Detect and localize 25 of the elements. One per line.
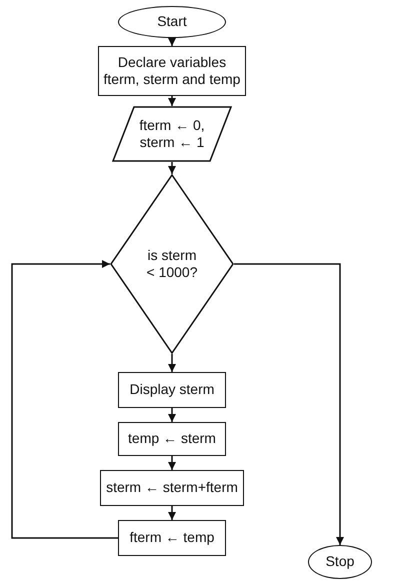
process-box	[118, 520, 226, 556]
node-label: Declare variables fterm, sterm and temp	[102, 54, 242, 88]
arrow	[168, 354, 176, 372]
arrow	[168, 506, 176, 520]
node-label: fterm ← temp	[130, 529, 214, 547]
process-box	[118, 372, 226, 408]
arrow	[168, 38, 176, 46]
node-label: is sterm < 1000?	[146, 246, 198, 282]
arrow	[168, 456, 176, 470]
decision-diamond	[110, 174, 234, 354]
node-label: fterm ← 0, sterm ← 1	[138, 116, 206, 152]
process-box	[118, 422, 226, 456]
arrow	[168, 96, 176, 106]
node-label: sterm ← sterm+fterm	[106, 479, 238, 497]
process-box	[98, 46, 246, 96]
node-label: temp ← sterm	[128, 430, 216, 448]
input-parallelogram	[112, 106, 232, 162]
node-label: Stop	[326, 553, 354, 571]
node-label: Display sterm	[130, 381, 214, 399]
node-label: Start	[157, 13, 187, 31]
process-box	[100, 470, 244, 506]
arrow	[11, 260, 118, 539]
arrow	[234, 263, 344, 545]
arrow	[168, 162, 176, 174]
arrow	[168, 408, 176, 422]
